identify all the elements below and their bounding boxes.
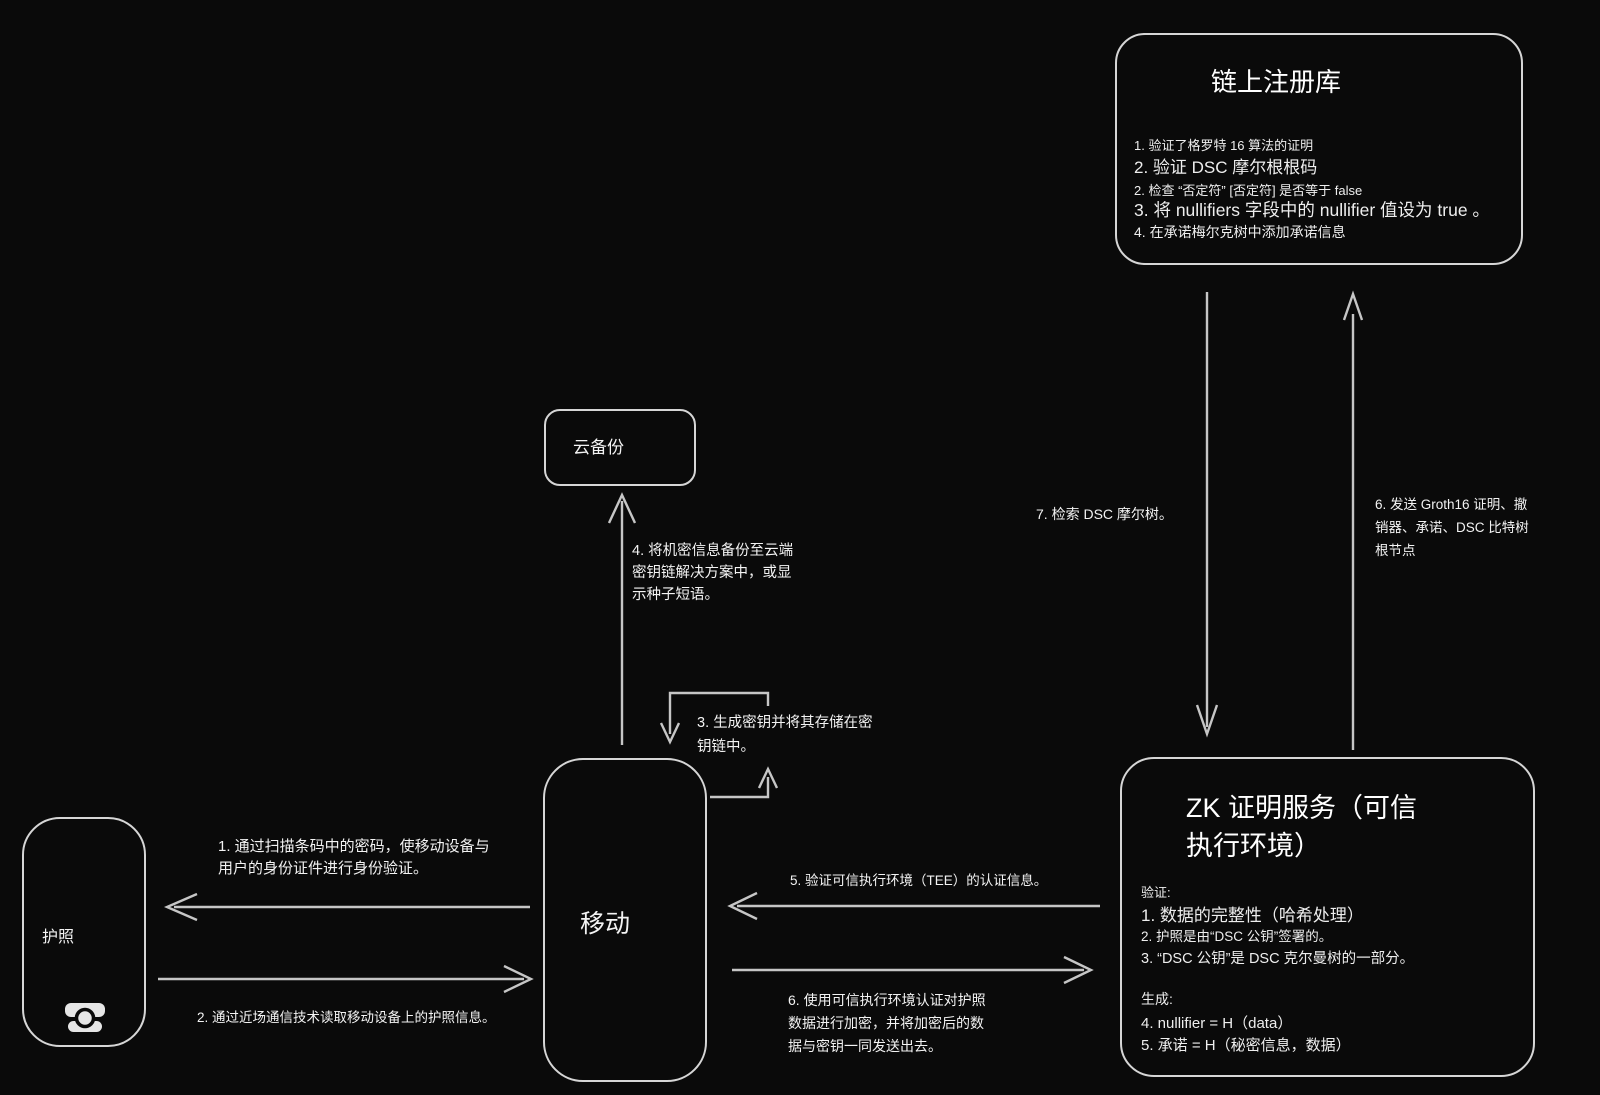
edge-label-encrypt-send: 6. 使用可信执行环境认证对护照 数据进行加密，并将加密后的数 据与密钥一同发送… — [788, 989, 986, 1058]
edge-label-send-proof-line-1: 6. 发送 Groth16 证明、撤 — [1375, 497, 1528, 512]
edge-label-auth-password: 1. 通过扫描条码中的密码，使移动设备与 用户的身份证件进行身份验证。 — [218, 836, 490, 879]
zk-title: ZK 证明服务（可信 执行环境） — [1186, 789, 1417, 865]
arrow-registry-to-zk — [1195, 292, 1219, 738]
zk-generate-item-1: 4. nullifier = H（data） — [1141, 1015, 1293, 1032]
edge-label-auth-password-line-2: 用户的身份证件进行身份验证。 — [218, 859, 429, 877]
edge-label-generate-key-line-1: 3. 生成密钥并将其存储在密 — [697, 715, 873, 731]
edge-label-nfc-read-line-1: 2. 通过近场通信技术读取移动设备上的护照信息。 — [197, 1010, 496, 1025]
zk-generate-item-2: 5. 承诺 = H（秘密信息，数据） — [1141, 1037, 1351, 1054]
arrow-zk-to-mobile — [727, 891, 1100, 921]
zk-title-line-1: ZK 证明服务（可信 — [1186, 793, 1418, 823]
edge-label-cloud-backup: 4. 将机密信息备份至云端 密钥链解决方案中，或显 示种子短语。 — [632, 540, 793, 606]
edge-label-encrypt-send-line-2: 数据进行加密，并将加密后的数 — [788, 1015, 984, 1031]
edge-label-cloud-backup-line-3: 示种子短语。 — [632, 587, 719, 603]
arrow-mobile-to-cloud — [607, 492, 637, 745]
edge-label-encrypt-send-line-1: 6. 使用可信执行环境认证对护照 — [788, 992, 986, 1008]
zk-verify-item-1: 1. 数据的完整性（哈希处理） — [1141, 906, 1364, 925]
registry-item-3: 2. 检查 “否定符” [否定符] 是否等于 false — [1134, 183, 1363, 198]
edge-label-encrypt-send-line-3: 据与密钥一同发送出去。 — [788, 1038, 942, 1054]
edge-label-send-proof-line-2: 销器、承诺、DSC 比特树 — [1375, 520, 1529, 535]
registry-item-4: 3. 将 nullifiers 字段中的 nullifier 值设为 true … — [1134, 200, 1490, 220]
edge-label-retrieve-dsc-line-1: 7. 检索 DSC 摩尔树。 — [1036, 506, 1173, 522]
registry-item-2: 2. 验证 DSC 摩尔根根码 — [1134, 158, 1318, 177]
passport-label: 护照 — [42, 929, 75, 946]
zk-verify-header: 验证: — [1141, 885, 1171, 900]
edge-label-cloud-backup-line-1: 4. 将机密信息备份至云端 — [632, 543, 794, 559]
edge-label-generate-key: 3. 生成密钥并将其存储在密 钥链中。 — [697, 711, 873, 759]
registry-item-1: 1. 验证了格罗特 16 算法的证明 — [1134, 138, 1314, 153]
edge-label-send-proof: 6. 发送 Groth16 证明、撤 销器、承诺、DSC 比特树 根节点 — [1375, 493, 1529, 562]
arrow-mobile-keychain-loop — [659, 691, 779, 799]
zk-generate-header: 生成: — [1141, 991, 1173, 1007]
node-zk-proof-service: ZK 证明服务（可信 执行环境） 验证: 1. 数据的完整性（哈希处理） 2. … — [1120, 757, 1535, 1077]
cloud-backup-label: 云备份 — [573, 438, 624, 457]
edge-label-nfc-read: 2. 通过近场通信技术读取移动设备上的护照信息。 — [197, 1006, 496, 1026]
node-onchain-registry: 链上注册库 1. 验证了格罗特 16 算法的证明 2. 验证 DSC 摩尔根根码… — [1115, 33, 1523, 265]
edge-label-verify-tee: 5. 验证可信执行环境（TEE）的认证信息。 — [790, 869, 1047, 889]
registry-item-5: 4. 在承诺梅尔克树中添加承诺信息 — [1134, 224, 1346, 240]
arrow-passport-to-mobile — [158, 964, 534, 994]
edge-label-cloud-backup-line-2: 密钥链解决方案中，或显 — [632, 565, 792, 581]
zk-verify-item-2: 2. 护照是由“DSC 公钥”签署的。 — [1141, 929, 1333, 944]
edge-label-auth-password-line-1: 1. 通过扫描条码中的密码，使移动设备与 — [218, 838, 490, 855]
id-card-icon — [65, 1003, 105, 1032]
node-cloud-backup: 云备份 — [544, 409, 696, 486]
zk-verify-item-3: 3. “DSC 公钥”是 DSC 克尔曼树的一部分。 — [1141, 951, 1415, 967]
node-passport: 护照 — [22, 817, 146, 1047]
arrow-mobile-to-zk — [732, 955, 1094, 985]
edge-label-send-proof-line-3: 根节点 — [1375, 543, 1416, 558]
node-mobile: 移动 — [543, 758, 707, 1082]
edge-label-generate-key-line-2: 钥链中。 — [697, 739, 755, 755]
mobile-label: 移动 — [580, 910, 631, 938]
zk-title-line-2: 执行环境） — [1186, 831, 1321, 861]
edge-label-verify-tee-line-1: 5. 验证可信执行环境（TEE）的认证信息。 — [790, 873, 1048, 888]
arrow-zk-to-registry — [1342, 290, 1364, 750]
registry-title: 链上注册库 — [1211, 67, 1342, 97]
edge-label-retrieve-dsc: 7. 检索 DSC 摩尔树。 — [1036, 504, 1173, 524]
arrow-mobile-to-passport — [163, 892, 530, 922]
